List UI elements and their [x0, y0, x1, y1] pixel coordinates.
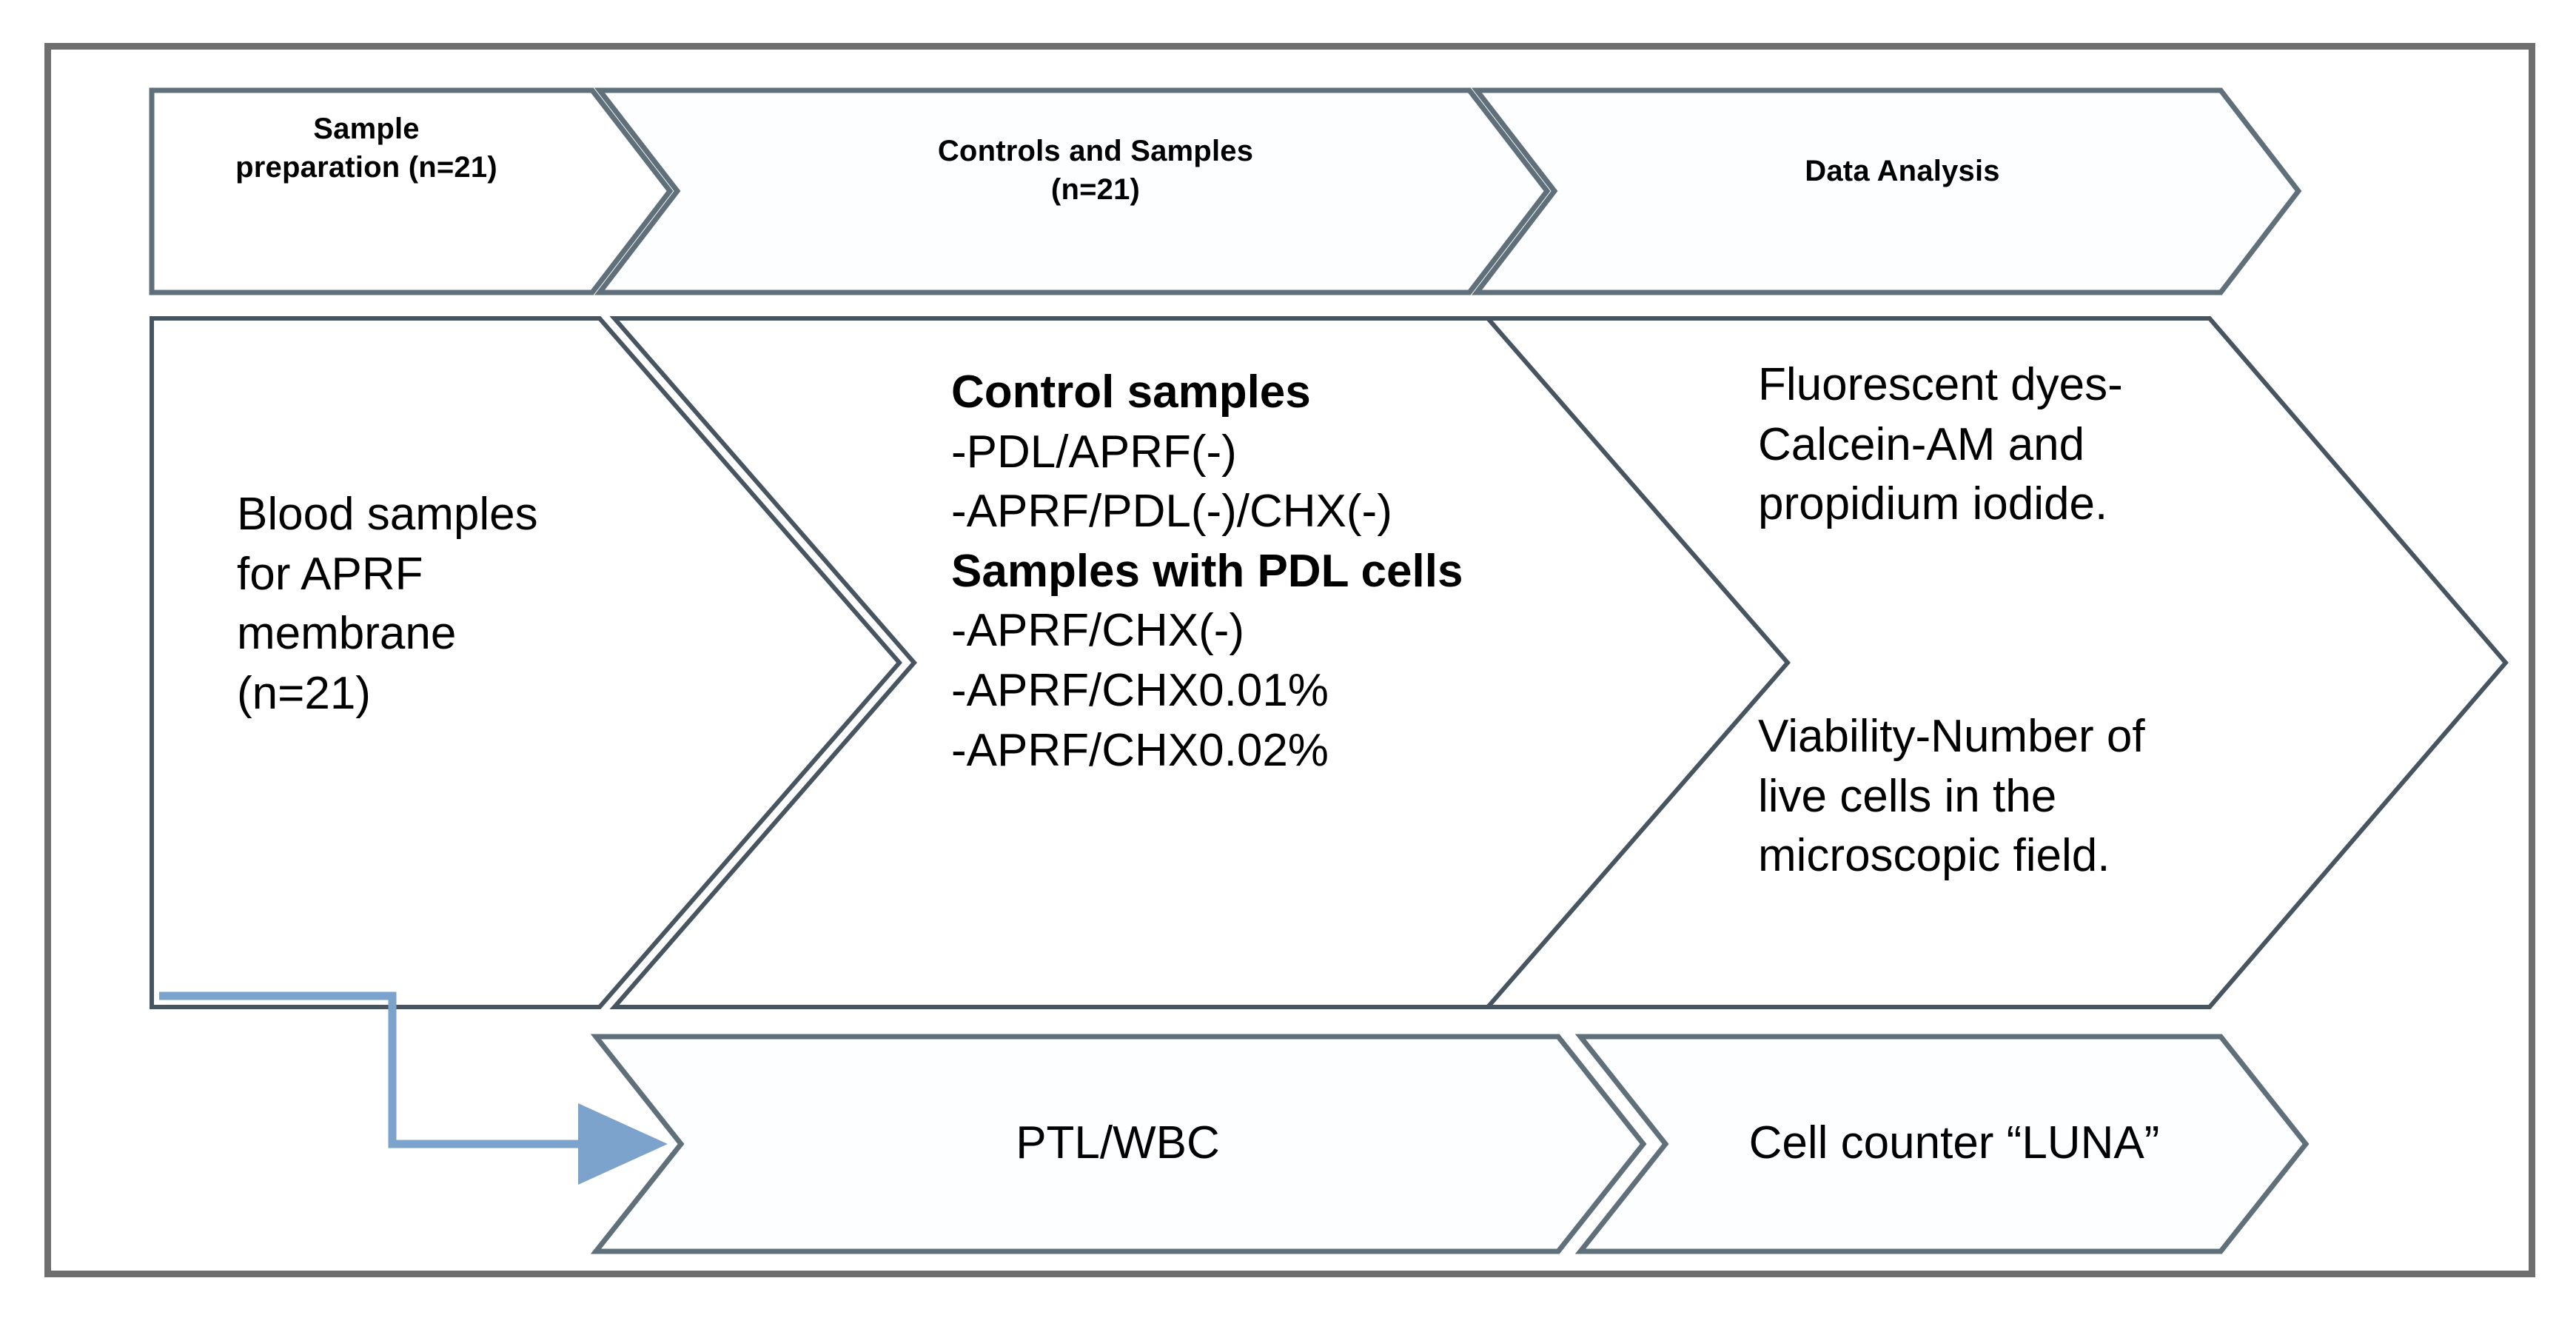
body-label-right-dyes: Fluorescent dyes- Calcein-AM and propidi… — [1758, 355, 2350, 535]
bottom-chevron-1-shape — [590, 1034, 1647, 1254]
pdl-sample-item-3: -APRF/CHX0.02% — [951, 724, 1329, 776]
header-label-1: Sample preparation (n=21) — [159, 110, 574, 187]
control-samples-title: Control samples — [951, 367, 1311, 418]
header-chevron-1-shape — [149, 87, 674, 295]
body-label-right-viability: Viability-Number of live cells in the mi… — [1758, 707, 2365, 886]
header-label-1-line2: preparation (n=21) — [235, 151, 497, 184]
body-left-line-1: Blood samples — [237, 489, 538, 540]
pdl-sample-item-1: -APRF/CHX(-) — [951, 605, 1245, 657]
pdl-samples-title: Samples with PDL cells — [951, 545, 1463, 597]
control-sample-item-2: -APRF/PDL(-)/CHX(-) — [951, 486, 1392, 538]
dyes-line-1: Fluorescent dyes- — [1758, 359, 2123, 410]
body-left-line-2: for APRF — [237, 548, 423, 600]
bottom-label-1-text: PTL/WBC — [1016, 1117, 1220, 1168]
header-label-3: Data Analysis — [1569, 152, 2235, 190]
viability-line-1: Viability-Number of — [1758, 711, 2145, 762]
connector-arrow — [159, 991, 668, 1185]
bottom-label-2-text: Cell counter “LUNA” — [1748, 1117, 2160, 1168]
body-left-line-3: membrane — [237, 608, 457, 660]
header-label-1-line1: Sample — [313, 113, 420, 145]
header-label-2-line2: (n=21) — [1050, 173, 1141, 206]
bottom-label-1: PTL/WBC — [711, 1114, 1525, 1172]
header-label-3-line1: Data Analysis — [1805, 155, 2000, 187]
bottom-label-2: Cell counter “LUNA” — [1658, 1114, 2250, 1172]
pdl-sample-item-2: -APRF/CHX0.01% — [951, 664, 1329, 716]
dyes-line-3: propidium iodide. — [1758, 478, 2108, 530]
control-sample-item-1: -PDL/APRF(-) — [951, 426, 1237, 478]
viability-line-3: microscopic field. — [1758, 830, 2110, 882]
body-chevron-1-shape — [150, 316, 902, 1009]
body-label-left: Blood samples for APRF membrane (n=21) — [237, 485, 651, 723]
header-chevron-2-shape — [594, 87, 1551, 295]
body-chevron-3-shape — [1483, 316, 2509, 1009]
body-label-middle: Control samples -PDL/APRF(-) -APRF/PDL(-… — [951, 363, 1780, 780]
viability-line-2: live cells in the — [1758, 770, 2057, 822]
header-label-2-line1: Controls and Samples — [937, 135, 1254, 167]
dyes-line-2: Calcein-AM and — [1758, 418, 2085, 470]
body-left-line-4: (n=21) — [237, 667, 371, 719]
header-label-2: Controls and Samples (n=21) — [696, 132, 1495, 209]
bottom-chevron-2-shape — [1574, 1034, 2310, 1254]
header-chevron-3-shape — [1471, 87, 2302, 295]
